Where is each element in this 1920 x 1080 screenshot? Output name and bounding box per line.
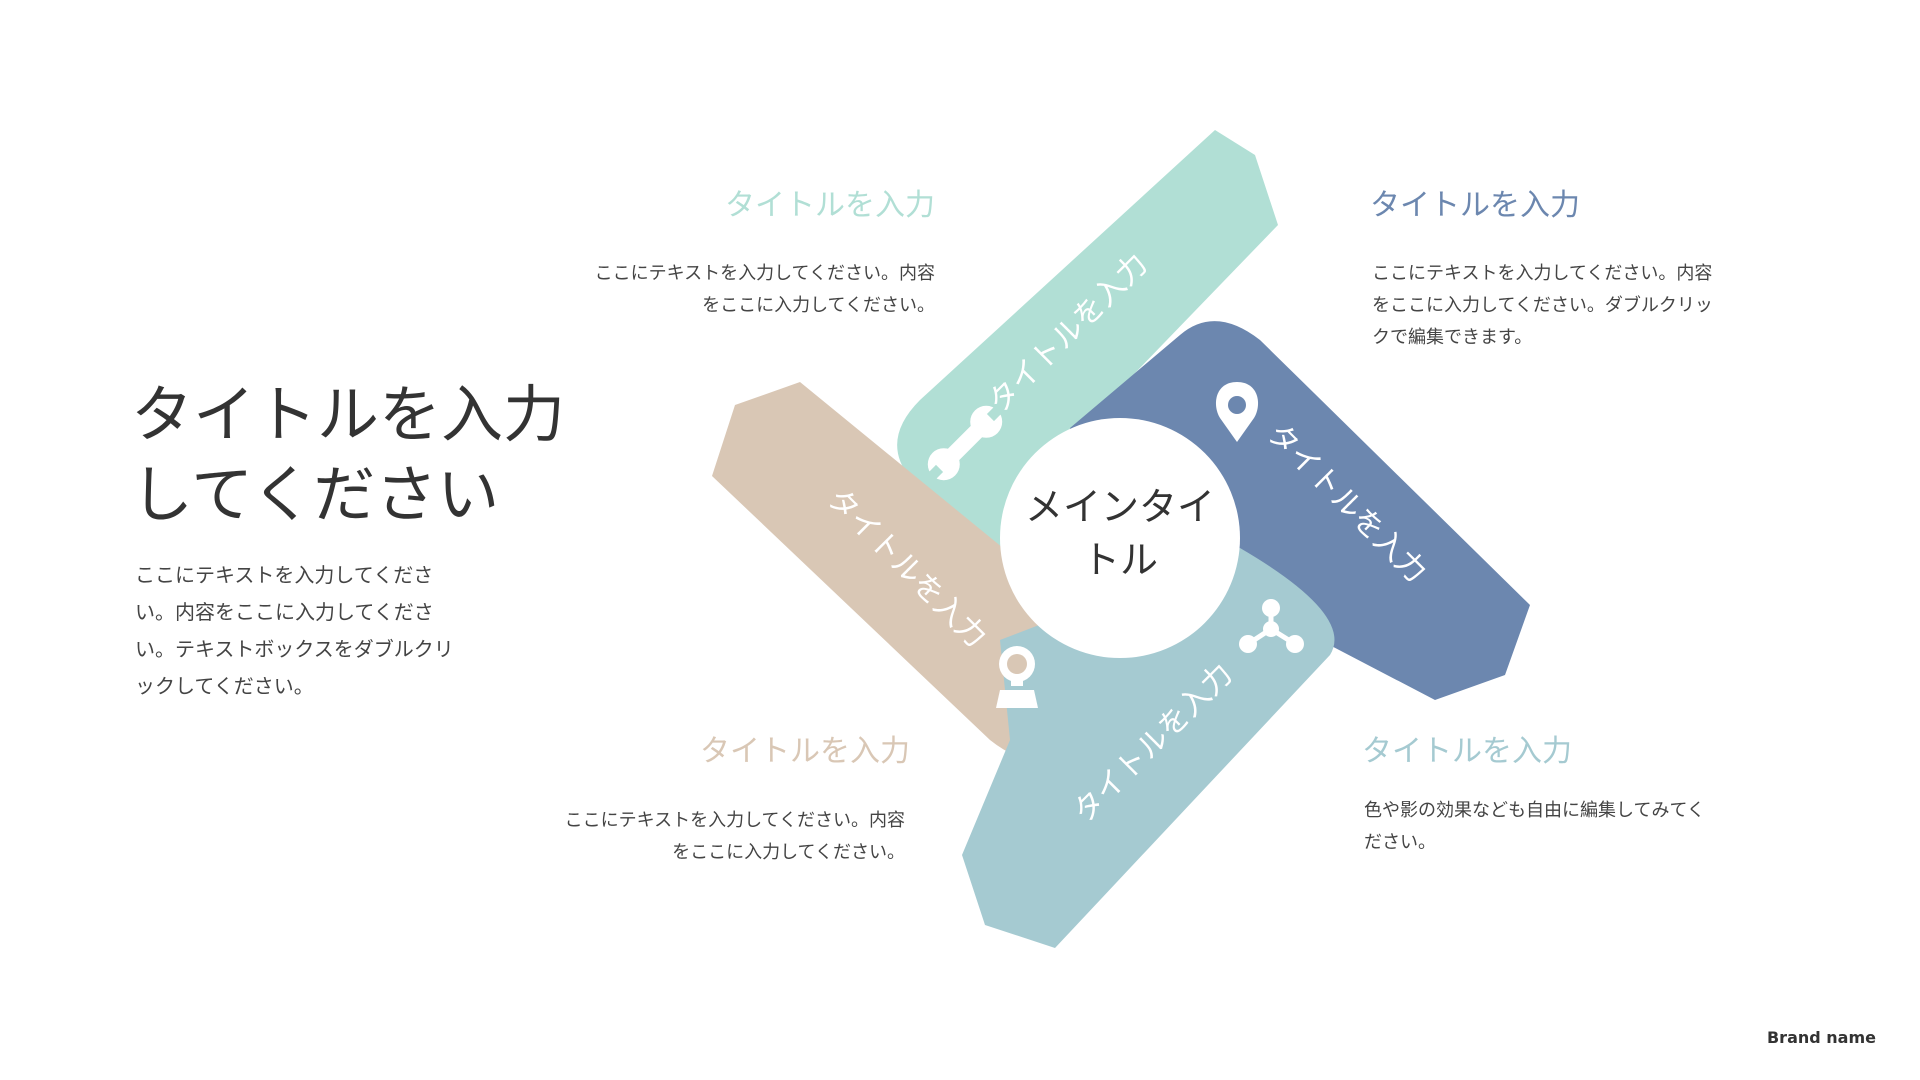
arm-mint xyxy=(897,130,1278,564)
main-desc-line3: い。テキストボックスをダブルクリ xyxy=(135,637,454,661)
block-desc-top-left-line2: をここに入力してください。 xyxy=(702,295,935,316)
block-title-top-right: タイトルを入力 xyxy=(1370,188,1580,223)
block-title-bottom-left: タイトルを入力 xyxy=(700,734,910,769)
main-title: タイトルを入力 してください xyxy=(131,375,601,535)
user-idea-icon xyxy=(996,646,1038,708)
map-pin-icon xyxy=(1215,382,1259,442)
main-desc-line1: ここにテキストを入力してくださ xyxy=(135,563,434,587)
block-desc-bottom-left-line2: をここに入力してください。 xyxy=(672,842,905,863)
block-desc-bottom-left: ここにテキストを入力してください。内容 をここに入力してください。 xyxy=(505,805,905,869)
center-title-line2: トル xyxy=(1082,538,1158,582)
block-title-bottom-right: タイトルを入力 xyxy=(1362,734,1572,769)
block-desc-bottom-right-line2: ださい。 xyxy=(1364,832,1436,853)
network-icon xyxy=(1239,599,1304,653)
block-desc-top-right-line2: をここに入力してください。ダブルクリッ xyxy=(1372,295,1713,316)
main-description: ここにテキストを入力してくださ い。内容をここに入力してくださ い。テキストボッ… xyxy=(135,557,475,705)
wrench-icon xyxy=(926,404,1004,482)
main-desc-line2: い。内容をここに入力してくださ xyxy=(135,600,434,624)
block-title-top-left: タイトルを入力 xyxy=(725,188,935,223)
block-desc-top-right-line1: ここにテキストを入力してください。内容 xyxy=(1372,263,1713,284)
brand-name: Brand name xyxy=(1766,1028,1876,1047)
block-desc-top-left-line1: ここにテキストを入力してください。内容 xyxy=(594,263,935,284)
main-title-line2: してください xyxy=(131,458,500,531)
block-desc-bottom-left-line1: ここにテキストを入力してください。内容 xyxy=(564,810,905,831)
block-desc-bottom-right: 色や影の効果なども自由に編集してみてく ださい。 xyxy=(1364,795,1764,859)
block-desc-top-left: ここにテキストを入力してください。内容 をここに入力してください。 xyxy=(540,258,935,322)
block-desc-bottom-right-line1: 色や影の効果なども自由に編集してみてく xyxy=(1364,800,1705,821)
block-desc-top-right: ここにテキストを入力してください。内容 をここに入力してください。ダブルクリッ … xyxy=(1372,258,1772,354)
block-desc-top-right-line3: クで編集できます。 xyxy=(1372,327,1533,348)
center-circle xyxy=(1000,418,1240,658)
center-title-line1: メインタイ xyxy=(1025,485,1215,529)
arm-blue xyxy=(1070,321,1530,700)
main-desc-line4: ックしてください。 xyxy=(135,674,314,698)
main-title-line1: タイトルを入力 xyxy=(131,378,566,451)
